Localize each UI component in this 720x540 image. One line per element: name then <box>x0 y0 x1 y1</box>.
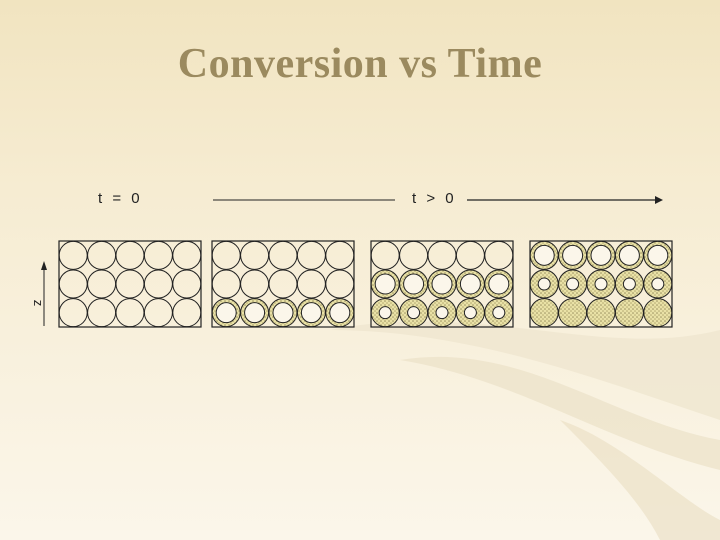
particle-unreacted <box>58 240 88 270</box>
particle-unreacted <box>268 240 298 270</box>
particle-unreacted <box>240 269 270 299</box>
particle-unreacted-core <box>590 244 612 266</box>
particle-unreacted <box>143 269 173 299</box>
particle-unreacted <box>87 269 117 299</box>
particle-unreacted <box>115 240 145 270</box>
particle-unreacted <box>143 298 173 328</box>
particle-unreacted-core <box>215 302 237 324</box>
particle-unreacted-core <box>622 277 636 291</box>
particle-unreacted <box>325 240 355 270</box>
particle-unreacted <box>484 240 514 270</box>
particle-unreacted <box>172 269 202 299</box>
particle-unreacted-core <box>378 306 392 320</box>
particle-unreacted-core <box>329 302 351 324</box>
particle-unreacted-core <box>459 273 481 295</box>
particle-converted <box>643 298 673 328</box>
panel-frame <box>58 240 202 328</box>
particle-unreacted-core <box>647 244 669 266</box>
z-axis-label: z <box>31 300 46 307</box>
particle-unreacted <box>455 240 485 270</box>
particle-unreacted <box>296 240 326 270</box>
particle-unreacted <box>325 269 355 299</box>
particle-unreacted <box>87 240 117 270</box>
particle-unreacted-core <box>407 306 421 320</box>
z-axis-arrowhead-icon <box>41 261 47 270</box>
particle-converted <box>614 298 644 328</box>
particle-unreacted-core <box>435 306 449 320</box>
panels-group <box>58 240 673 328</box>
particle-unreacted <box>399 240 429 270</box>
particle-unreacted-core <box>562 244 584 266</box>
particle-unreacted <box>240 240 270 270</box>
particle-unreacted <box>427 240 457 270</box>
particle-unreacted <box>143 240 173 270</box>
particle-converted <box>529 298 559 328</box>
particle-unreacted <box>211 240 241 270</box>
particle-unreacted-core <box>463 306 477 320</box>
particle-unreacted-core <box>300 302 322 324</box>
particle-unreacted-core <box>537 277 551 291</box>
particle-unreacted-core <box>403 273 425 295</box>
particle-unreacted <box>172 240 202 270</box>
label-t-positive: t > 0 <box>412 190 457 207</box>
particle-unreacted <box>296 269 326 299</box>
particle-converted <box>558 298 588 328</box>
particle-unreacted-core <box>244 302 266 324</box>
particle-unreacted-core <box>618 244 640 266</box>
particle-unreacted <box>268 269 298 299</box>
particle-unreacted <box>370 240 400 270</box>
page-title: Conversion vs Time <box>177 41 543 87</box>
particle-unreacted-core <box>533 244 555 266</box>
particle-converted <box>586 298 616 328</box>
particle-unreacted-core <box>566 277 580 291</box>
particle-unreacted-core <box>431 273 453 295</box>
label-t-zero: t = 0 <box>98 190 143 207</box>
particle-unreacted-core <box>272 302 294 324</box>
particle-unreacted-core <box>492 306 506 320</box>
particle-unreacted-core <box>488 273 510 295</box>
particle-unreacted <box>115 269 145 299</box>
particle-unreacted <box>58 269 88 299</box>
particle-unreacted <box>211 269 241 299</box>
particle-unreacted-core <box>651 277 665 291</box>
particle-unreacted <box>87 298 117 328</box>
particle-unreacted-core <box>594 277 608 291</box>
particle-unreacted <box>172 298 202 328</box>
particle-unreacted <box>115 298 145 328</box>
particle-unreacted-core <box>374 273 396 295</box>
particle-unreacted <box>58 298 88 328</box>
time-arrowhead-icon <box>655 196 663 204</box>
